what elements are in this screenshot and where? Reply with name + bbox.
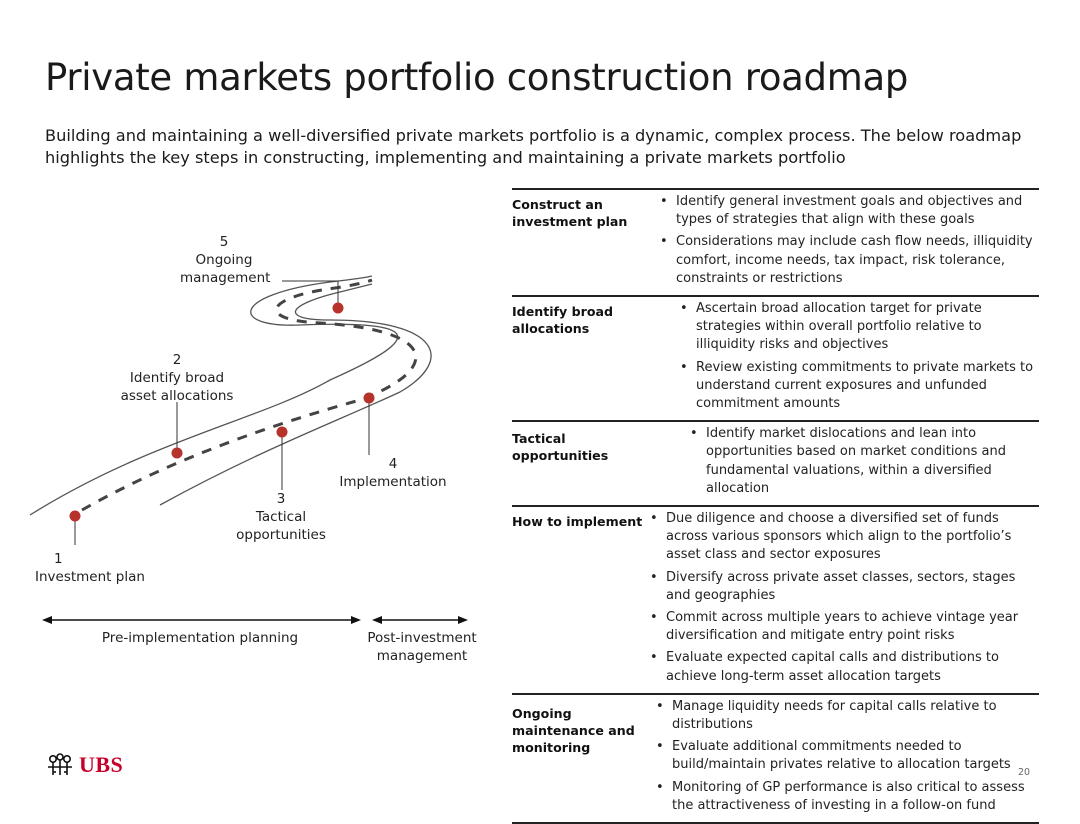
page-subtitle: Building and maintaining a well-diversif… [45,126,1022,167]
step-heading: How to implement [512,514,643,530]
road-edge-left [29,275,399,516]
milestone-2-label: 2 Identify broad asset allocations [120,352,234,404]
post-investment-arrow-right-head [458,616,468,624]
step-bullets: Identify general investment goals and ob… [656,190,1039,295]
bullet-item: Manage liquidity needs for capital calls… [652,698,1039,734]
logo-text: UBS [79,752,124,777]
milestone-1-marker [69,510,81,522]
bullet-item: Identify general investment goals and ob… [656,193,1039,229]
step-broad-allocations: Identify broad allocations Ascertain bro… [512,295,1039,420]
step-heading: Tactical opportunities [512,431,609,464]
page-number: 20 [1018,767,1031,778]
bullet-item: Monitoring of GP performance is also cri… [652,779,1039,815]
milestone-3-marker [276,426,288,438]
bullet-item: Evaluate additional commitments needed t… [652,738,1039,774]
milestone-1-label: 1 Investment plan [35,551,145,585]
post-investment-arrow-left-head [372,616,382,624]
milestone-4-label: 4 Implementation [339,456,447,490]
bullet-item: Identify market dislocations and lean in… [686,425,1039,498]
milestone-4-marker [363,392,375,404]
bullet-item: Diversify across private asset classes, … [646,569,1039,605]
road-edge-right [159,283,432,506]
bullet-item: Commit across multiple years to achieve … [646,609,1039,645]
bullet-item: Due diligence and choose a diversified s… [646,510,1039,565]
milestone-2-marker [171,447,183,459]
bullet-item: Evaluate expected capital calls and dist… [646,649,1039,685]
bullet-item: Considerations may include cash flow nee… [656,233,1039,288]
step-heading: Construct an investment plan [512,197,628,229]
step-tactical-opportunities: Tactical opportunities Identify market d… [512,420,1039,505]
step-how-to-implement: How to implement Due diligence and choos… [512,505,1039,693]
bullet-item: Ascertain broad allocation target for pr… [676,300,1039,355]
step-bullets: Identify market dislocations and lean in… [686,422,1039,505]
ubs-logo: UBS [45,752,123,778]
step-ongoing-maintenance: Ongoing maintenance and monitoring Manag… [512,692,1039,822]
milestone-5-marker [332,302,344,314]
pre-implementation-arrow-left-head [42,616,52,624]
post-investment-label: Post-investment management [367,630,477,664]
roadmap-diagram: 5 Ongoing management 2 Identify broad as… [0,180,510,700]
milestone-5-label: 5 Ongoing management [180,234,271,286]
road-illustration [29,275,468,624]
step-heading: Identify broad allocations [512,304,614,337]
page-title: Private markets portfolio construction r… [45,56,909,99]
bullet-item: Review existing commitments to private m… [676,359,1039,414]
step-heading: Ongoing maintenance and monitoring [512,705,635,755]
steps-table: Construct an investment plan Identify ge… [512,188,1039,824]
road-center-line [81,278,418,512]
step-bullets: Due diligence and choose a diversified s… [646,507,1039,693]
pre-implementation-arrow-right-head [351,616,361,624]
step-bullets: Manage liquidity needs for capital calls… [652,695,1039,822]
step-construct-plan: Construct an investment plan Identify ge… [512,188,1039,295]
milestone-5-leader [282,280,339,308]
keys-icon [48,753,72,775]
pre-implementation-label: Pre-implementation planning [101,630,299,646]
milestone-3-label: 3 Tactical opportunities [236,491,326,543]
step-bullets: Ascertain broad allocation target for pr… [676,297,1039,420]
